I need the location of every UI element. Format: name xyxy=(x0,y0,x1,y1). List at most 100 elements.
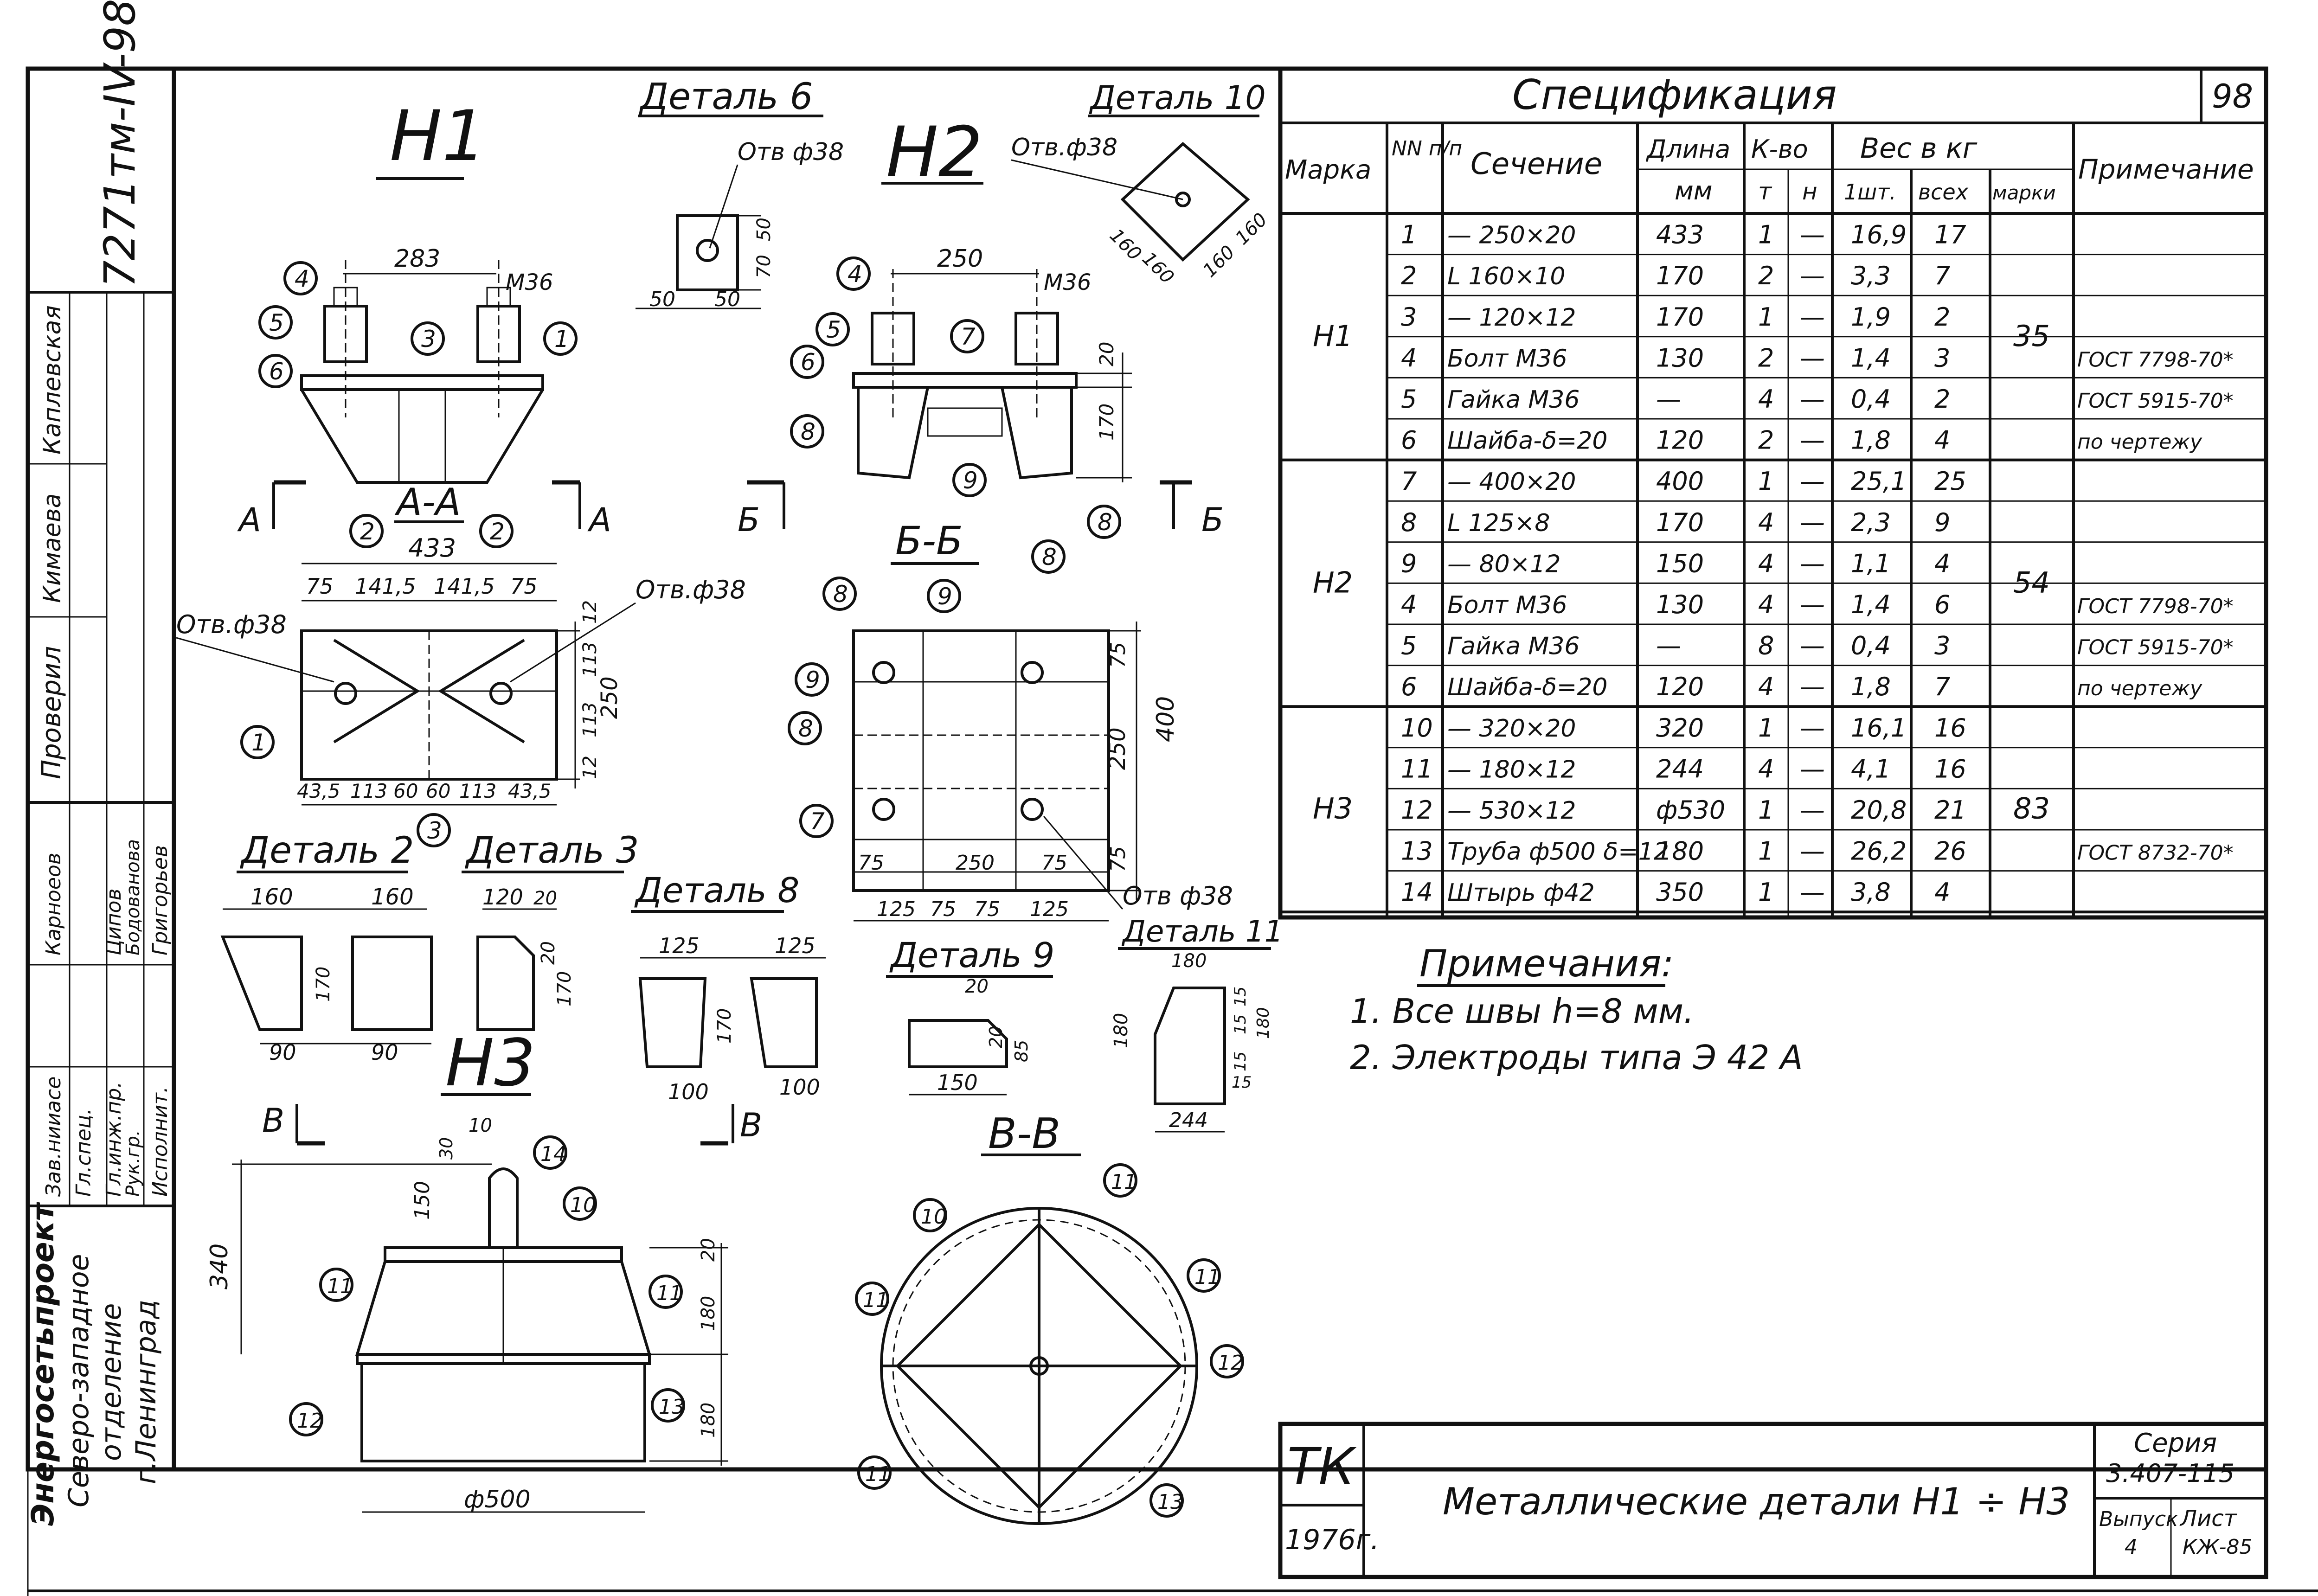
tb-issue: 4 xyxy=(2125,1535,2138,1559)
spec-cell-t: 1 xyxy=(1758,302,1774,332)
vv-callouts: 11 10 11 11 12 11 13 xyxy=(855,1163,1244,1518)
svg-text:11: 11 xyxy=(1111,1170,1137,1194)
d3-dim-120: 120 xyxy=(482,885,523,910)
d10-dim-4: 160 xyxy=(1232,209,1272,250)
spec-cell-w1: 0,4 xyxy=(1851,385,1891,414)
stamp-role-2: Гл.спец. xyxy=(72,1108,96,1197)
spec-cell-length: 320 xyxy=(1656,713,1704,743)
bb-bot2-3: 75 xyxy=(974,897,1000,921)
aa-dim-1415b: 141,5 xyxy=(434,574,495,599)
spec-title: Спецификация xyxy=(1512,71,1837,119)
spec-cell-w1: 4,1 xyxy=(1851,754,1891,783)
spec-cell-note: ГОСТ 5915-70* xyxy=(2077,389,2234,413)
aa-dim-113a: 113 xyxy=(579,642,601,677)
spec-cell-h: — xyxy=(1800,878,1825,907)
vv-title: В-В xyxy=(988,1109,1060,1158)
d6-dim-70: 70 xyxy=(753,255,775,278)
spec-cell-note: по чертежу xyxy=(2077,677,2202,700)
spec-cell-h: — xyxy=(1800,508,1825,537)
svg-text:12: 12 xyxy=(297,1409,323,1433)
spec-cell-length: 130 xyxy=(1656,590,1704,619)
bb-callouts: 8 9 8 9 8 7 xyxy=(788,539,1066,838)
aa-dim-1415a: 141,5 xyxy=(355,574,416,599)
aa-bot-6: 43,5 xyxy=(508,780,552,802)
detail9-title: Деталь 9 xyxy=(889,936,1054,975)
spec-cell-n: 5 xyxy=(1401,385,1417,414)
spec-cell-length: ф530 xyxy=(1656,795,1725,825)
stamp-name-5: Григорьев xyxy=(148,845,172,955)
h1-cut-a-left: А xyxy=(237,501,261,539)
d9-dim-85: 85 xyxy=(1011,1040,1032,1062)
spec-cell-section: — 530×12 xyxy=(1447,797,1576,825)
spec-cell-length: — xyxy=(1656,631,1681,660)
spec-cell-t: 1 xyxy=(1758,713,1774,743)
aa-dim-75a: 75 xyxy=(306,574,334,599)
drawing-code: 7271тм-IV-98 xyxy=(95,0,145,288)
aa-dim-12b: 12 xyxy=(579,756,601,779)
svg-text:11: 11 xyxy=(863,1288,889,1312)
d2-dim-90b: 90 xyxy=(371,1040,398,1065)
spec-cell-section: Штырь ф42 xyxy=(1447,879,1595,907)
spec-cell-t: 2 xyxy=(1758,426,1774,455)
th-mark: Марка xyxy=(1285,155,1371,185)
h1-callouts: 4 5 6 3 1 2 2 xyxy=(258,261,578,548)
detail-6: Деталь 6 Отв ф38 50 70 50 50 xyxy=(636,76,844,311)
bb-bot2-4: 125 xyxy=(1030,897,1069,921)
spec-cell-n: 1 xyxy=(1401,220,1417,250)
spec-cell-n: 3 xyxy=(1401,302,1417,332)
svg-text:9: 9 xyxy=(805,667,820,693)
spec-cell-h: — xyxy=(1800,467,1825,496)
aa-dim-12a: 12 xyxy=(579,600,601,624)
d11-dim-15c: 15 xyxy=(1231,1051,1250,1071)
stamp-name-3: Ципов xyxy=(102,889,126,955)
h1-callout-m36: М36 xyxy=(506,269,553,295)
bb-bot2-2: 75 xyxy=(930,897,956,921)
detail-11: Деталь 11 180 180 15 15 180 15 15 244 xyxy=(1111,915,1283,1133)
spec-cell-section: L 125×8 xyxy=(1447,509,1550,537)
spec-cell-section: Шайба-δ=20 xyxy=(1447,427,1608,455)
bb-dim-75b: 75 xyxy=(1106,846,1130,872)
spec-cell-w1: 3,8 xyxy=(1851,878,1891,907)
bb-title: Б-Б xyxy=(895,518,963,564)
spec-cell-length: 170 xyxy=(1656,261,1704,290)
spec-group-mark: Н2 xyxy=(1313,565,1353,599)
h3-title: Н3 xyxy=(445,1026,535,1101)
spec-group-weight: 54 xyxy=(2013,565,2050,599)
spec-cell-wall: 17 xyxy=(1934,220,1966,250)
h1-cut-a-right: А xyxy=(587,501,611,539)
spec-cell-section: — 320×20 xyxy=(1447,715,1576,743)
spec-cell-n: 12 xyxy=(1401,795,1433,825)
tb-year: 1976г. xyxy=(1285,1524,1379,1556)
h3-dim-10: 10 xyxy=(469,1115,492,1136)
th-w-one: 1шт. xyxy=(1844,179,1896,205)
note-2: 2. Электроды типа Э 42 А xyxy=(1350,1038,1803,1077)
d8-dim-125b: 125 xyxy=(775,933,815,958)
spec-cell-t: 1 xyxy=(1758,795,1774,825)
svg-text:1: 1 xyxy=(554,326,569,353)
section-vv: В-В 11 10 11 11 12 11 13 xyxy=(855,1109,1244,1525)
detail8-title: Деталь 8 xyxy=(634,871,799,910)
spec-cell-h: — xyxy=(1800,713,1825,743)
svg-text:8: 8 xyxy=(833,581,848,608)
spec-cell-wall: 3 xyxy=(1934,631,1950,660)
svg-text:5: 5 xyxy=(269,309,284,336)
spec-cell-wall: 16 xyxy=(1934,713,1966,743)
detail3-title: Деталь 3 xyxy=(465,830,639,872)
spec-cell-w1: 25,1 xyxy=(1851,467,1907,496)
aa-hole-left: Отв.ф38 xyxy=(176,610,287,639)
stamp-role-5: Исполнит. xyxy=(148,1086,172,1197)
spec-cell-w1: 1,8 xyxy=(1851,426,1891,455)
spec-cell-note: ГОСТ 7798-70* xyxy=(2077,348,2234,372)
d10-dim-2: 160 xyxy=(1138,248,1178,288)
svg-text:3: 3 xyxy=(421,326,436,353)
aa-dim-250: 250 xyxy=(597,676,623,719)
spec-group-weight: 35 xyxy=(2013,319,2050,353)
svg-text:10: 10 xyxy=(570,1193,596,1217)
sheet-number: 98 xyxy=(2212,77,2253,115)
svg-text:14: 14 xyxy=(540,1142,566,1166)
th-w-mark: марки xyxy=(1992,181,2056,204)
tb-title: Металлические детали Н1 ÷ Н3 xyxy=(1443,1480,2070,1523)
spec-cell-h: — xyxy=(1800,261,1825,290)
spec-cell-length: 433 xyxy=(1656,220,1704,250)
spec-cell-section: Болт М36 xyxy=(1447,591,1567,619)
